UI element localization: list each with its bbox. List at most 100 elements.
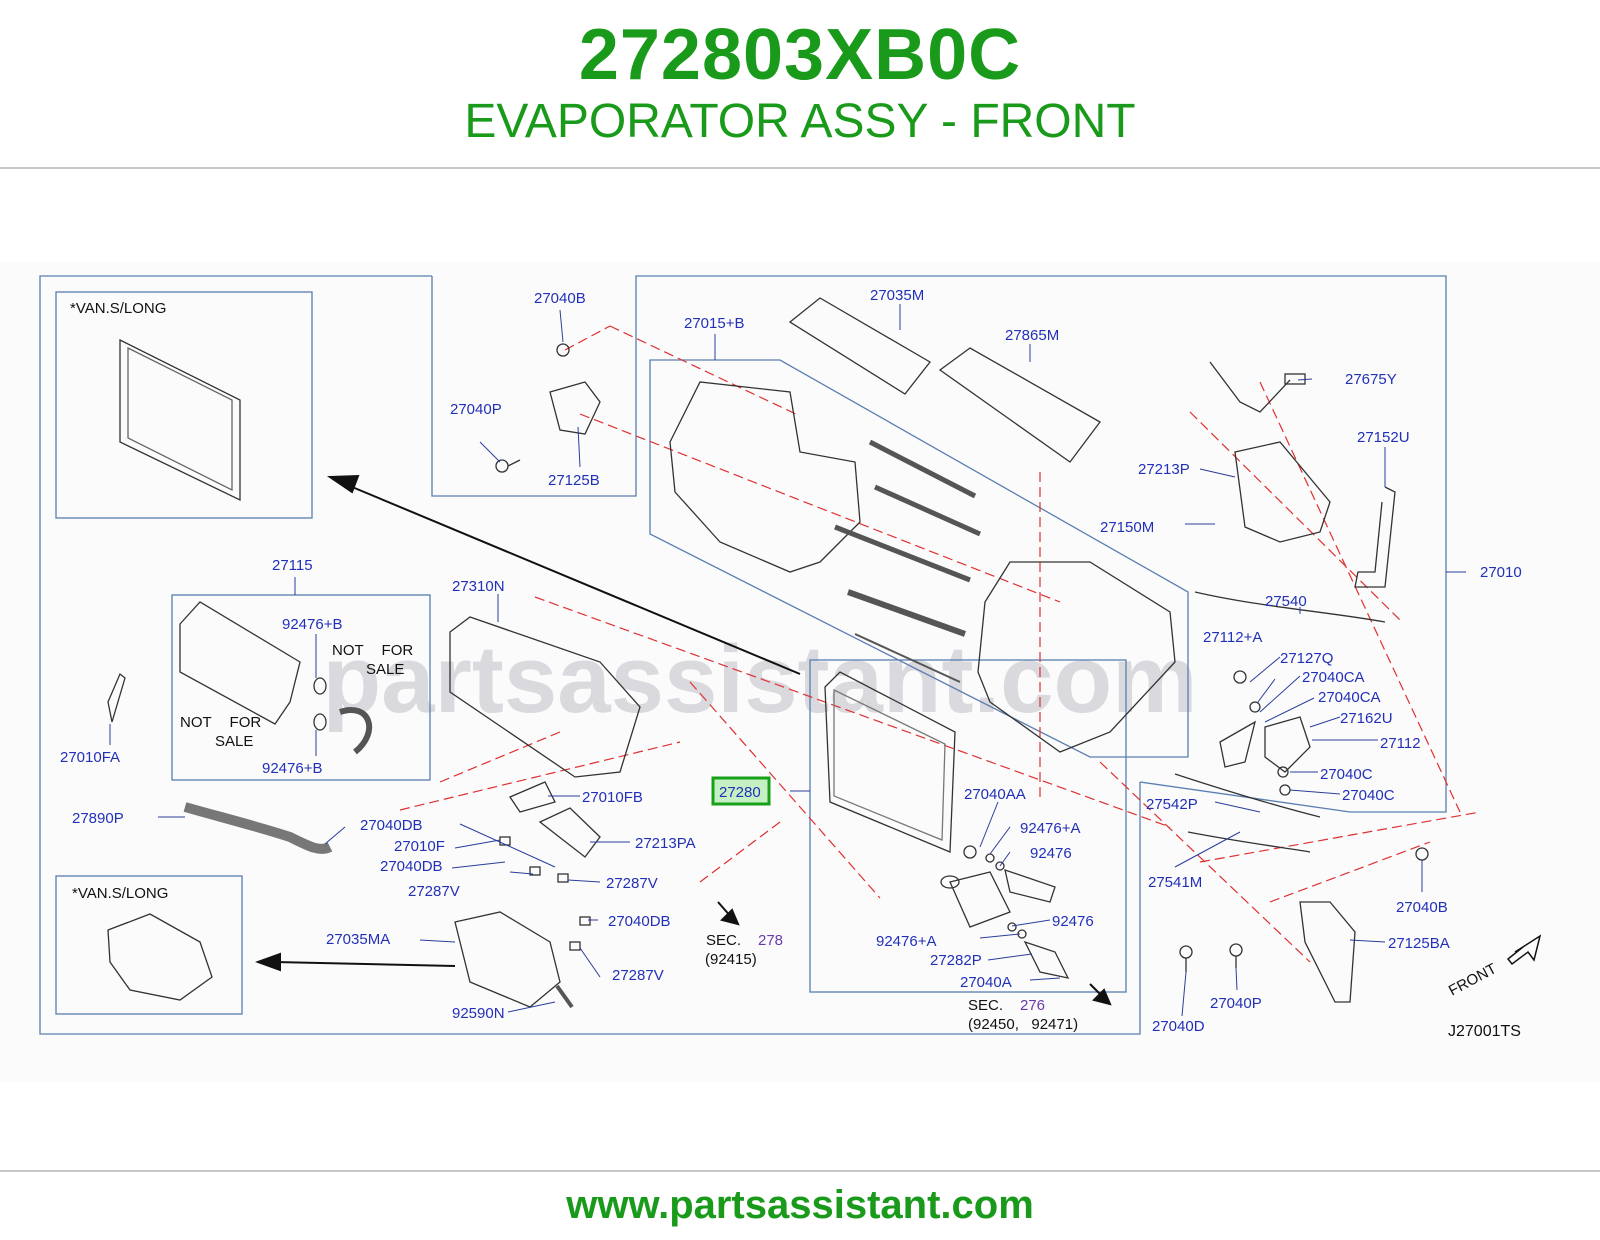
grille [938, 347, 1101, 463]
callout-label[interactable]: 92476+B [282, 616, 342, 633]
dashed-leaders [399, 325, 1481, 963]
callout-label[interactable]: 27152U [1357, 429, 1410, 446]
callout-label[interactable]: 27162U [1340, 710, 1393, 727]
front-label: FRONT [1446, 960, 1500, 999]
callout-label[interactable]: 27040A [960, 974, 1012, 991]
seal-inset [107, 913, 213, 1001]
not-for-sale-lower-line1: NOT FOR [180, 714, 261, 731]
callout-label[interactable]: 27287V [408, 883, 460, 900]
sec-278-number: 278 [758, 932, 783, 949]
heater-core [179, 601, 301, 725]
sec-276-sub: (92450, 92471) [968, 1016, 1078, 1033]
heater-core-inset-part [119, 338, 241, 502]
callout-label[interactable]: 27035MA [326, 931, 390, 948]
callout-label[interactable]: 27540 [1265, 593, 1307, 610]
case-box [649, 359, 1189, 758]
filter-frame [788, 297, 931, 395]
callout-label[interactable]: 27010FA [60, 749, 120, 766]
callout-label[interactable]: 27040B [534, 290, 586, 307]
callout-label[interactable]: 27040C [1342, 787, 1395, 804]
callout-label[interactable]: 27542P [1146, 796, 1198, 813]
main-case [977, 561, 1176, 753]
evaporator-box [809, 659, 1127, 993]
inset-label-bottom: *VAN.S/LONG [72, 885, 168, 902]
footer-url[interactable]: www.partsassistant.com [566, 1183, 1034, 1227]
callout-label[interactable]: 92476+B [262, 760, 322, 777]
callout-label[interactable]: 27040P [450, 401, 502, 418]
highlight-box [711, 776, 771, 806]
inset-bottom-left [55, 875, 243, 1015]
callout-label[interactable]: 92476 [1030, 845, 1072, 862]
diagram-code: J27001TS [1448, 1023, 1521, 1040]
heater-core-box [171, 594, 431, 781]
lower-case [449, 616, 641, 778]
parts-diagram: partsassistant.com [0, 262, 1600, 1082]
callout-label[interactable]: 27310N [452, 578, 505, 595]
callout-label[interactable]: 27282P [930, 952, 982, 969]
inset-top-left [55, 291, 313, 519]
callout-label[interactable]: 27115 [272, 557, 313, 574]
callout-label[interactable]: 92476+A [876, 933, 936, 950]
callout-label[interactable]: 27040P [1210, 995, 1262, 1012]
sec-278-label: SEC. [706, 932, 741, 949]
lever-27112 [1264, 716, 1311, 773]
callout-label[interactable]: 27040AA [964, 786, 1026, 803]
part-description: EVAPORATOR ASSY - FRONT [464, 95, 1136, 148]
callout-label[interactable]: 27865M [1005, 327, 1059, 344]
duct [1354, 486, 1396, 588]
not-for-sale-upper-line2: SALE [366, 661, 404, 678]
callout-label[interactable]: 27040DB [380, 858, 443, 875]
callout-label[interactable]: 27040D [1152, 1018, 1205, 1035]
callout-label[interactable]: 27675Y [1345, 371, 1397, 388]
callout-label[interactable]: 27112 [1380, 735, 1421, 752]
callout-label[interactable]: 27541M [1148, 874, 1202, 891]
callout-label[interactable]: 27040CA [1302, 669, 1365, 686]
callout-labels: 27040B 27040P 27125B 27015+B 27035M 2786… [60, 287, 1522, 1035]
callout-label[interactable]: 27040C [1320, 766, 1373, 783]
callout-label[interactable]: 27112+A [1203, 629, 1262, 646]
diagram-svg: partsassistant.com [39, 275, 1542, 1040]
not-for-sale-upper-line1: NOT FOR [332, 642, 413, 659]
callout-label[interactable]: 27040B [1396, 899, 1448, 916]
part-number: 272803XB0C [578, 15, 1022, 95]
annotations: *VAN.S/LONG *VAN.S/LONG NOT FOR SALE NOT… [70, 300, 1521, 1040]
evaporator-core [824, 671, 956, 853]
seal-27035ma [454, 911, 561, 1008]
callout-label[interactable]: 27125BA [1388, 935, 1450, 952]
callout-label[interactable]: 27035M [870, 287, 924, 304]
components [107, 297, 1429, 1009]
callout-label[interactable]: 27125B [548, 472, 600, 489]
callout-label[interactable]: 27213PA [635, 835, 696, 852]
callout-label[interactable]: 27040DB [360, 817, 423, 834]
divider-top [0, 167, 1600, 169]
callout-label[interactable]: 27010FB [582, 789, 643, 806]
callout-label[interactable]: 27010F [394, 838, 445, 855]
callout-label[interactable]: 27890P [72, 810, 124, 827]
callout-leaders [109, 304, 1466, 1017]
callout-label[interactable]: 27010 [1480, 564, 1522, 581]
blower-housing [1234, 441, 1331, 543]
callout-label[interactable]: 27150M [1100, 519, 1154, 536]
callout-label[interactable]: 27040DB [608, 913, 671, 930]
sec-278-sub: (92415) [705, 951, 757, 968]
callout-label[interactable]: 92590N [452, 1005, 505, 1022]
callout-label[interactable]: 27213P [1138, 461, 1190, 478]
arrows [255, 474, 1112, 1006]
sec-276-number: 276 [1020, 997, 1045, 1014]
callout-label[interactable]: 27287V [606, 875, 658, 892]
callout-label[interactable]: 27287V [612, 967, 664, 984]
watermark: partsassistant.com [322, 626, 1197, 733]
duct-27125ba [1299, 901, 1356, 1003]
frame-lines [39, 275, 1447, 1035]
divider-bottom [0, 1170, 1600, 1172]
callout-label[interactable]: 92476 [1052, 913, 1094, 930]
inset-label-top: *VAN.S/LONG [70, 300, 166, 317]
highlighted-part-label[interactable]: 27280 [719, 784, 761, 801]
front-arrow-icon [1506, 934, 1542, 966]
not-for-sale-lower-line2: SALE [215, 733, 253, 750]
callout-label[interactable]: 27127Q [1280, 650, 1333, 667]
callout-label[interactable]: 92476+A [1020, 820, 1080, 837]
callout-label[interactable]: 27040CA [1318, 689, 1381, 706]
callout-label[interactable]: 27015+B [684, 315, 744, 332]
heater-case [669, 381, 861, 573]
